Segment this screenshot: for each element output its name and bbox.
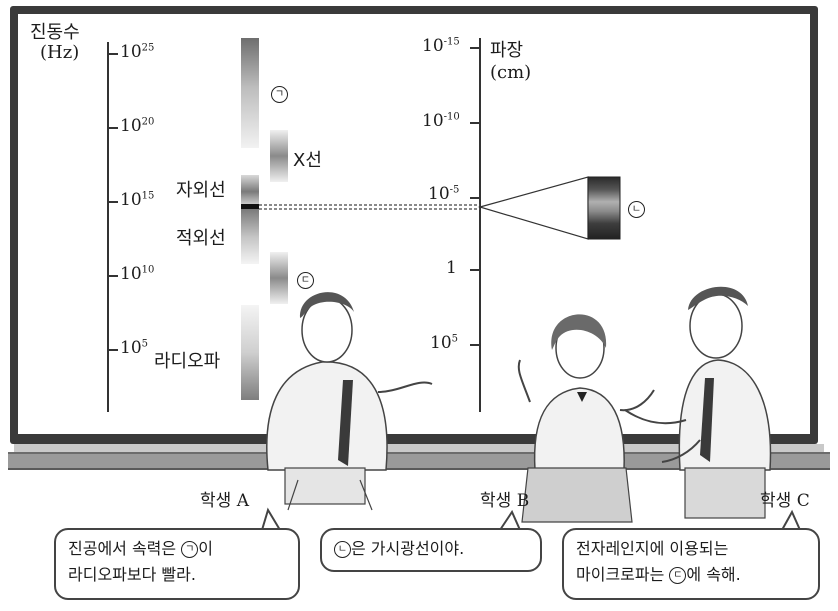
microwave-band (270, 252, 288, 304)
ir-label: 적외선 (176, 228, 226, 249)
student-c-figure (624, 286, 772, 519)
radio-band (241, 305, 259, 400)
visible-expansion-funnel (477, 176, 589, 240)
microwave-marker-inline: ㄷ (669, 567, 687, 584)
wavelength-axis-unit: (cm) (490, 62, 532, 83)
visible-light-strip (241, 204, 259, 209)
gamma-marker: ㄱ (271, 86, 288, 103)
chalk-tray-lip (14, 444, 824, 452)
uv-band (241, 175, 259, 205)
bubble-a-line2: 라디오파보다 빨라. (68, 565, 196, 584)
frequency-tick-label: 1020 (120, 116, 155, 136)
student-a-figure (266, 292, 433, 511)
xray-band (270, 130, 288, 182)
wavelength-tick-label: 10-5 (428, 184, 460, 204)
visible-marker-inline: ㄴ (334, 541, 351, 558)
bubble-b-tail (499, 509, 521, 531)
student-b-label: 학생 B (480, 491, 530, 511)
blackboard-surface (18, 14, 810, 434)
ir-band (241, 209, 259, 264)
wavelength-axis-title: 파장 (490, 40, 524, 61)
frequency-tick-label: 1010 (120, 264, 155, 284)
microwave-marker: ㄷ (297, 272, 314, 289)
bubble-c-tail (781, 509, 801, 531)
frequency-axis-title: 진동수 (30, 22, 80, 43)
student-b-figure (517, 314, 655, 523)
bubble-c-line1: 전자레인지에 이용되는 (576, 539, 729, 558)
student-a-label: 학생 A (200, 491, 249, 511)
gamma-marker-inline: ㄱ (181, 541, 199, 558)
bubble-a-tail (261, 507, 281, 531)
wavelength-tick-label: 105 (430, 333, 459, 353)
wavelength-tick-label: 10-10 (422, 111, 460, 131)
radio-label: 라디오파 (154, 351, 221, 372)
wavelength-tick-label: 1 (446, 258, 457, 278)
wavelength-tick-label: 10-15 (422, 36, 460, 56)
xray-label: X선 (293, 150, 322, 171)
frequency-tick-label: 1025 (120, 42, 155, 62)
frequency-tick-label: 1015 (120, 190, 155, 210)
frequency-tick-label: 105 (120, 338, 149, 358)
uv-label: 자외선 (176, 180, 226, 201)
gamma-band (241, 38, 259, 148)
frequency-axis-unit: (Hz) (40, 42, 80, 63)
visible-marker: ㄴ (628, 201, 645, 218)
student-c-label: 학생 C (760, 491, 810, 511)
visible-spectrum-block (587, 176, 621, 240)
